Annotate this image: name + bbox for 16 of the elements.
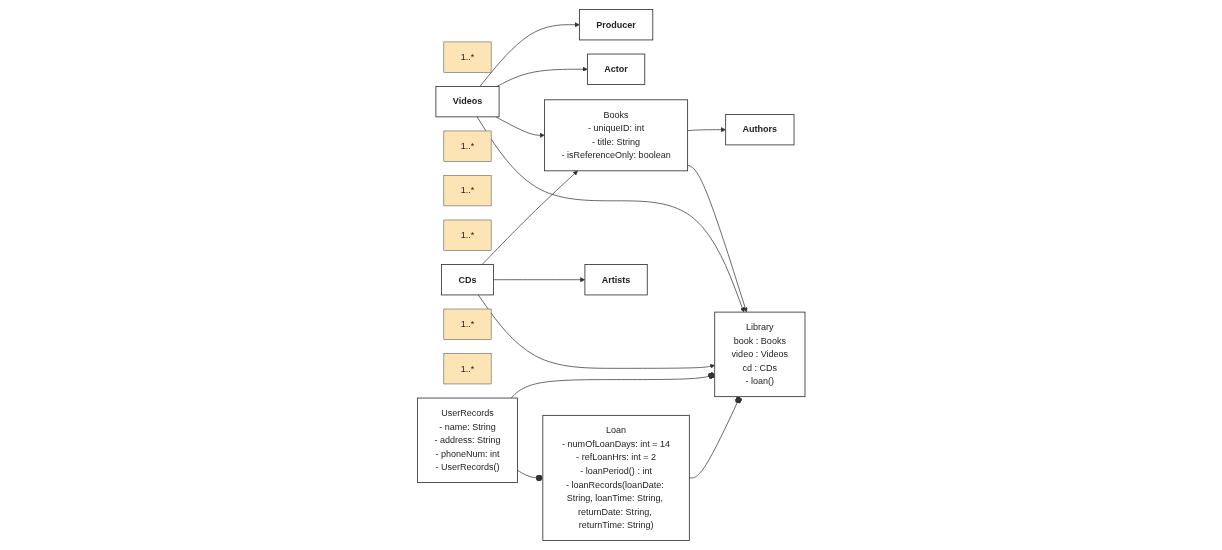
node-box: CDs (440, 264, 494, 296)
node-box: Authors (725, 114, 795, 146)
node-box: Artists (584, 264, 648, 296)
node-box: 1..* (443, 41, 492, 73)
node-box: Books - uniqueID: int - title: String - isReferenceOnly: boolean (543, 99, 688, 172)
node-box: Library book : Books video : Videos cd : CDs - loan() (714, 311, 806, 398)
node-box: Loan - numOfLoanDays: int = 14 - refLoanHrs: int = 2 - loanPeriod() : int - loanRecords(loanDate: String, loanTime: String, returnDate: String, returnTime: String) (542, 414, 690, 541)
node-box: Videos (435, 86, 500, 118)
node-box: Producer (578, 9, 653, 41)
node-box: 1..* (443, 353, 492, 385)
node-box: 1..* (443, 308, 492, 340)
node-box: Actor (586, 53, 645, 85)
node-box: 1..* (443, 130, 492, 162)
node-box: 1..* (443, 175, 492, 207)
node-box: UserRecords - name: String - address: String - phoneNum: int - UserRecords() (416, 397, 518, 483)
node-box: 1..* (443, 219, 492, 251)
